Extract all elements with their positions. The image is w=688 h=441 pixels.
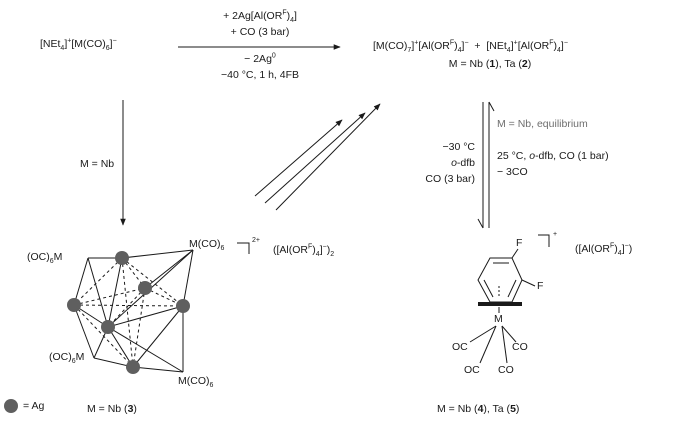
equilibrium-label: M = Nb, equilibrium (497, 118, 588, 130)
ag-atom (176, 299, 190, 313)
left-arrow-label: M = Nb (80, 158, 115, 170)
arene-co-1: OC (452, 341, 468, 353)
ag-atom (67, 298, 81, 312)
cluster-label-bottom-left: (OC)6M (49, 351, 85, 366)
arene-co-2: CO (512, 341, 528, 353)
arene-fluorine-2: F (537, 280, 544, 292)
top-condition-1: + 2Ag[Al(ORF)4] (223, 9, 297, 25)
top-condition-3: − 2Ag0 (244, 52, 276, 66)
right-condition-2: − 3CO (497, 166, 528, 178)
ag-atom (115, 251, 129, 265)
arene-metal: M (494, 313, 503, 325)
arene-co-4: CO (498, 364, 514, 376)
cluster-bracket (237, 242, 250, 254)
arene-complex (469, 234, 550, 364)
silver-cluster (67, 242, 250, 374)
cluster-counterion: ([Al(ORF)4]−)2 (273, 243, 335, 259)
product-caption: M = Nb (1), Ta (2) (448, 58, 532, 70)
left-condition-3: CO (3 bar) (425, 173, 475, 185)
cluster-label-bottom-right: M(CO)6 (178, 375, 214, 390)
arene-ring (477, 257, 523, 303)
ag-atom (126, 360, 140, 374)
cluster-caption: M = Nb (3) (87, 403, 137, 415)
top-condition-2: + CO (3 bar) (230, 26, 290, 38)
arene-co-3: OC (464, 364, 480, 376)
arene-caption: M = Nb (4), Ta (5) (437, 403, 520, 415)
arene-bold-edge (478, 302, 522, 306)
arene-charge: + (553, 231, 558, 238)
arene-bracket (538, 234, 550, 247)
arene-fluorine-1: F (516, 237, 523, 249)
ag-atom (101, 320, 115, 334)
right-condition-1: 25 °C, o-dfb, CO (1 bar) (497, 150, 609, 162)
top-condition-4: −40 °C, 1 h, 4FB (220, 69, 300, 81)
cluster-label-top-right: M(CO)6 (189, 238, 225, 253)
left-condition-1: −30 °C (442, 141, 475, 153)
diagonal-arrow-2 (264, 112, 366, 204)
equilibrium-arrows (477, 101, 495, 229)
arene-counterion: ([Al(ORF)4]−) (575, 242, 633, 258)
left-condition-2: o-dfb (451, 157, 475, 169)
starting-material: [NEt4]+[M(CO)6]− (40, 37, 117, 53)
product-salts: [M(CO)7]+[Al(ORF)4]− + [NEt4]+[Al(ORF)4]… (373, 39, 568, 55)
ag-atom (138, 281, 152, 295)
legend-ag-ball (4, 399, 18, 413)
cluster-charge: 2+ (252, 237, 260, 244)
legend-label: = Ag (23, 400, 45, 412)
diagonal-arrow-3 (275, 103, 381, 211)
cluster-label-top-left: (OC)6M (27, 251, 63, 266)
diagonal-arrow-1 (254, 119, 343, 197)
